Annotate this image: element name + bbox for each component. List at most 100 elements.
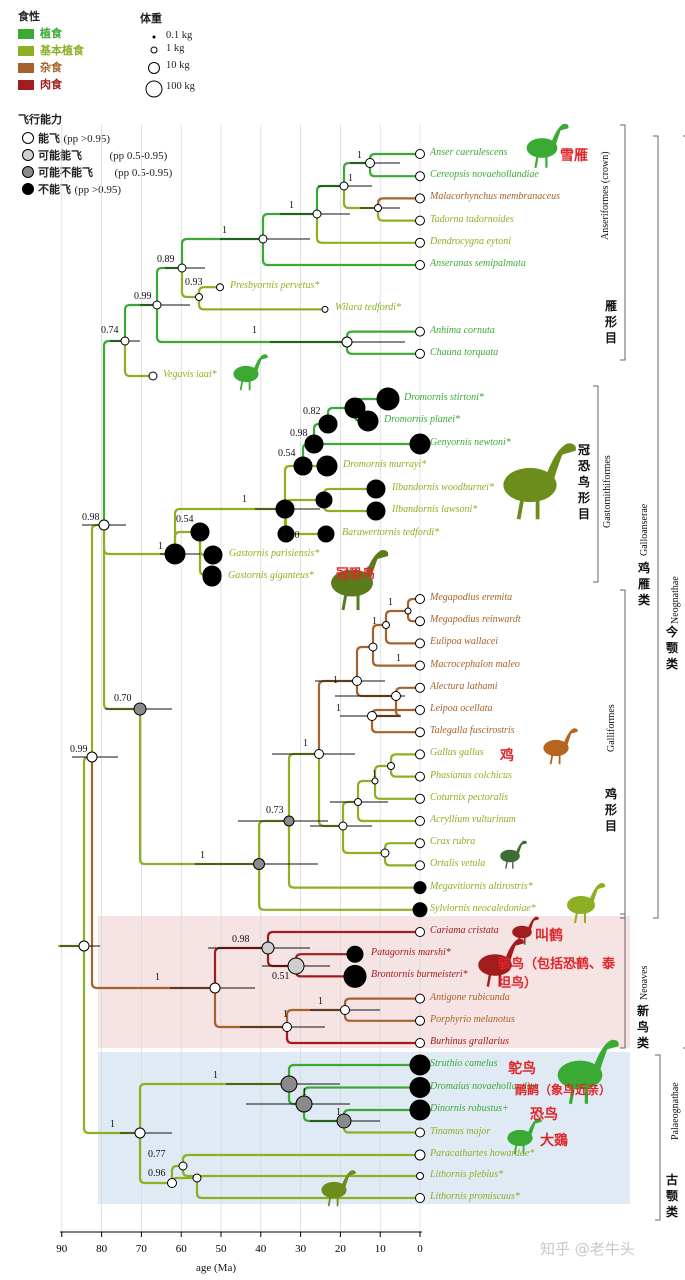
node-circle	[374, 204, 382, 212]
tip-label: Barawertornis tedfordi*	[342, 527, 440, 538]
node-circle	[282, 1022, 292, 1032]
support-value: 0.70	[114, 693, 132, 704]
node-circle	[120, 336, 130, 346]
support-value: 0.89	[157, 254, 175, 265]
support-value: 1	[318, 996, 323, 1007]
tip-label: Megavitiornis altirostris*	[430, 880, 533, 892]
tip-label: Cereopsis novaehollandiae	[430, 169, 539, 181]
diet-label: 杂食	[40, 61, 62, 74]
branch	[195, 1176, 422, 1200]
diet-label: 基本植食	[40, 44, 84, 57]
branch	[368, 161, 422, 178]
tip-label: Phasianus colchicus	[430, 769, 512, 781]
tip-circle	[343, 964, 367, 988]
node-circle	[367, 711, 377, 721]
annotation-moa: 恐鸟	[530, 1107, 558, 1123]
support-value: 0.96	[148, 1168, 166, 1179]
tip-circle	[415, 215, 425, 226]
node-circle	[277, 525, 295, 543]
bird-silhouettes	[233, 123, 619, 1207]
mass-value: 100 kg	[166, 81, 195, 92]
tip-circle	[415, 816, 425, 826]
clade-label-anseriformes: Anseriformes (crown)	[600, 151, 611, 240]
watermark: 知乎 @老牛头	[540, 1240, 635, 1258]
branch	[287, 1063, 422, 1086]
mass-value: 1 kg	[166, 43, 185, 54]
clade-label-galloanserae: Galloanserae	[639, 503, 650, 556]
branch	[287, 819, 422, 889]
node-circle	[253, 858, 265, 870]
tip-circle	[413, 881, 427, 895]
branch	[342, 184, 380, 210]
branch	[317, 679, 359, 756]
node-circle	[209, 982, 221, 994]
tip-label: Alectura lathami	[430, 680, 498, 692]
axis-tick-label: 60	[176, 1243, 188, 1255]
tip-circle	[316, 455, 338, 477]
tip-circle	[415, 793, 425, 804]
branch	[181, 1153, 422, 1168]
support-value: 1	[333, 675, 338, 686]
branch	[90, 755, 217, 990]
axis-tick-label: 90	[56, 1243, 68, 1255]
node-circle	[98, 519, 110, 531]
tip-label: Chauna torquata	[430, 346, 499, 358]
clade-label-palaeognathae-cn: 古颚类	[666, 1173, 679, 1219]
clade-bracket	[620, 124, 626, 361]
mass-value: 10 kg	[166, 60, 190, 71]
node-circle	[192, 1173, 202, 1183]
support-value: 1	[200, 850, 205, 861]
palaeognathae-band	[98, 1052, 630, 1204]
tip-circle	[412, 902, 428, 918]
branch	[355, 679, 398, 698]
tip-circle	[415, 193, 425, 204]
branch	[213, 986, 289, 1029]
node-circle	[341, 336, 353, 348]
clade-label-neognathae-cn: 今颚类	[666, 625, 679, 671]
tip-label: Dromornis stirtoni*	[404, 392, 484, 403]
tip-label: Cariama cristata	[430, 925, 499, 936]
flight-pp: (pp >0.95)	[63, 133, 111, 145]
diet-legend: 食性 植食 基本植食 杂食 肉食	[18, 8, 84, 93]
flight-dot-flightless	[22, 183, 34, 195]
tip-circle	[415, 1127, 425, 1138]
branch	[343, 1008, 422, 1022]
support-value: 0.99	[70, 744, 88, 755]
tip-label: Dendrocygna eytoni	[430, 235, 511, 247]
branch	[383, 851, 422, 867]
clade-bracket	[593, 385, 599, 583]
branch	[138, 707, 261, 866]
branch	[312, 442, 422, 450]
branch	[173, 507, 287, 556]
flight-legend-title: 飞行能力	[18, 113, 62, 126]
node-circle	[178, 1161, 188, 1171]
flight-label: 可能能飞	[38, 149, 82, 162]
axis-tick-label: 70	[136, 1243, 148, 1255]
node-circle	[344, 397, 366, 419]
node-circle	[387, 762, 395, 770]
sylviornis-silhouette	[567, 883, 606, 924]
branch	[90, 523, 106, 759]
diet-label: 植食	[40, 27, 62, 40]
annotation-tinamou: 大鵎	[540, 1133, 568, 1149]
clade-label-neoaves: Neoaves	[639, 965, 650, 1000]
tip-circle	[415, 326, 425, 337]
clade-bracket	[620, 589, 626, 919]
support-value: 1	[110, 1119, 115, 1130]
axis-tick-label: 30	[295, 1243, 307, 1255]
flight-label: 能飞	[38, 132, 60, 145]
branch	[343, 997, 422, 1012]
mass-dot-1kg	[150, 46, 158, 54]
tip-label: Patagornis marshi*	[371, 947, 451, 959]
herbivore-swatch	[18, 29, 34, 39]
tip-label: Paracathartes howardae*	[430, 1148, 535, 1159]
branch	[102, 339, 127, 527]
tip-circle	[202, 567, 222, 587]
omnivore-swatch	[18, 63, 34, 73]
node-circle	[336, 1113, 352, 1129]
annotation-cariama: 叫鹤	[535, 928, 563, 944]
branch	[82, 944, 142, 1135]
tip-label: Eulipoa wallacei	[430, 636, 499, 648]
tip-circle	[317, 525, 335, 543]
branch	[345, 330, 422, 344]
